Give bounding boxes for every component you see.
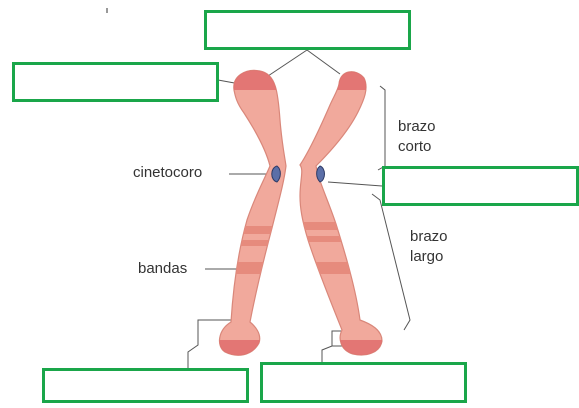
long-arm-bracket [372, 194, 410, 330]
left-chromatid [219, 70, 286, 355]
answer-box-top[interactable] [204, 10, 411, 50]
label-cinetocoro: cinetocoro [133, 164, 202, 182]
top-pointer-line-right [307, 50, 340, 74]
answer-box-bottom-left[interactable] [42, 368, 249, 403]
top-pointer-line-left [268, 50, 307, 76]
label-brazo-largo-line2: largo [410, 248, 443, 266]
answer-box-bottom-center[interactable] [260, 362, 467, 403]
answer-box-right[interactable] [382, 166, 579, 206]
label-brazo-corto-line2: corto [398, 138, 431, 156]
label-brazo-largo-line1: brazo [410, 228, 448, 246]
right-pointer-line [328, 182, 382, 186]
label-brazo-corto-line1: brazo [398, 118, 436, 136]
label-bandas: bandas [138, 260, 187, 278]
right-kinetochore [317, 166, 325, 182]
answer-box-upper-left[interactable] [12, 62, 219, 102]
left-kinetochore [272, 166, 281, 182]
short-arm-bracket [378, 86, 385, 170]
right-chromatid [300, 72, 382, 355]
